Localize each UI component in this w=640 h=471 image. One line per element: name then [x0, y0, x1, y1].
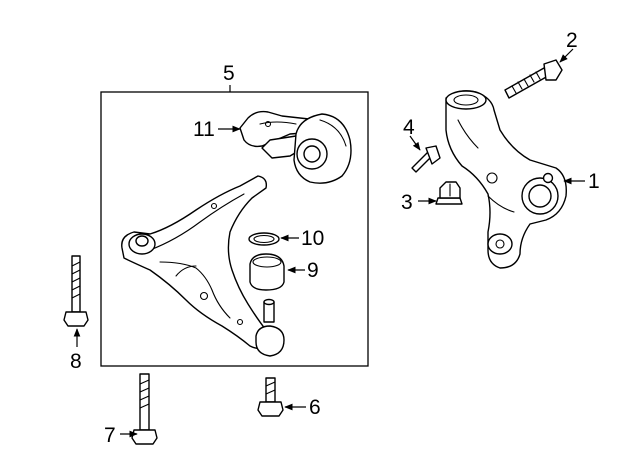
- callout-4-arrow: [409, 135, 421, 151]
- callout-6: 6: [309, 396, 321, 419]
- retaining-ring-part: [248, 232, 280, 246]
- bolt-8-part: [63, 255, 89, 327]
- knuckle-bolt-part: [504, 59, 563, 99]
- castle-nut-part: [435, 181, 463, 205]
- bushing-part: [293, 113, 352, 184]
- callout-9: 9: [307, 259, 319, 282]
- callout-8: 8: [70, 350, 82, 373]
- callout-1: 1: [588, 170, 600, 193]
- callout-2-arrow: [559, 48, 574, 63]
- lower-control-arm-part: [121, 175, 285, 357]
- callout-3: 3: [401, 191, 413, 214]
- callout-10: 10: [301, 227, 324, 250]
- steering-knuckle-part: [445, 90, 567, 269]
- bolt-7-part: [131, 373, 158, 445]
- cotter-pin-part: [411, 145, 441, 173]
- dust-boot-part: [249, 253, 285, 291]
- callout-2: 2: [566, 29, 578, 52]
- callout-4: 4: [403, 116, 415, 139]
- callout-5: 5: [223, 62, 235, 85]
- lower-arm-assembly-box: [100, 91, 369, 367]
- callout-7: 7: [104, 424, 116, 447]
- callout-11: 11: [193, 118, 215, 141]
- bolt-6-part: [257, 377, 284, 417]
